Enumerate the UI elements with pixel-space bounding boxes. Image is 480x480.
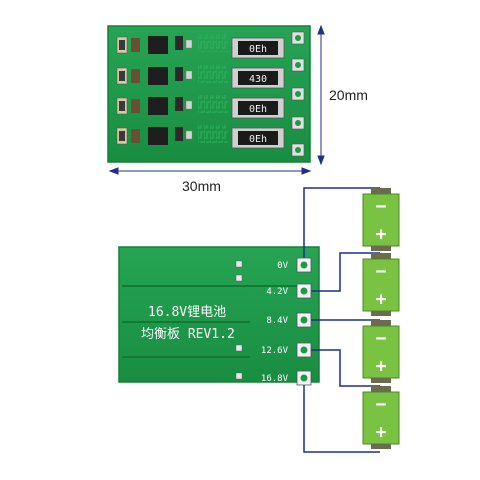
solder-pads <box>296 257 312 386</box>
battery-3-minus: − <box>376 328 387 349</box>
battery-4 <box>362 386 400 449</box>
height-dimension-label: 20mm <box>329 87 368 103</box>
battery-2-plus: + <box>376 289 387 310</box>
vias <box>235 260 243 380</box>
top-row-0 <box>116 31 305 59</box>
pad-label-0v: 0V <box>277 261 288 271</box>
top-row-3 <box>116 116 305 149</box>
pad-label-4-2v: 4.2V <box>266 287 288 297</box>
pad-label-12-6v: 12.6V <box>261 346 289 356</box>
width-dimension-arrow <box>108 167 312 175</box>
board-title-line1: 16.8V锂电池 <box>148 305 226 320</box>
bottom-pcb <box>118 246 320 383</box>
battery-2-minus: − <box>376 261 387 282</box>
battery-1 <box>362 188 400 251</box>
wiring <box>303 187 380 453</box>
battery-1-plus: + <box>376 224 387 245</box>
board-title-line2: 均衡板 REV1.2 <box>141 327 235 342</box>
battery-4-plus: + <box>376 422 387 443</box>
resistor-mark-1: 430 <box>249 74 267 85</box>
battery-4-minus: − <box>376 394 387 415</box>
battery-2 <box>362 253 400 316</box>
top-row-2 <box>116 87 305 119</box>
pad-label-16-8v: 16.8V <box>261 374 289 384</box>
pad-label-8-4v: 8.4V <box>266 316 288 326</box>
bottom-pcb-divider-lines <box>122 285 300 358</box>
height-dimension-arrow <box>317 24 325 166</box>
resistor-mark-2: 0Eh <box>249 104 267 115</box>
battery-3 <box>362 320 400 383</box>
battery-1-minus: − <box>376 196 387 217</box>
battery-3-plus: + <box>376 356 387 377</box>
width-dimension-label: 30mm <box>182 178 221 194</box>
resistor-mark-3: 0Eh <box>249 134 267 145</box>
resistor-mark-0: 0Eh <box>249 44 267 55</box>
top-row-1 <box>116 58 305 89</box>
